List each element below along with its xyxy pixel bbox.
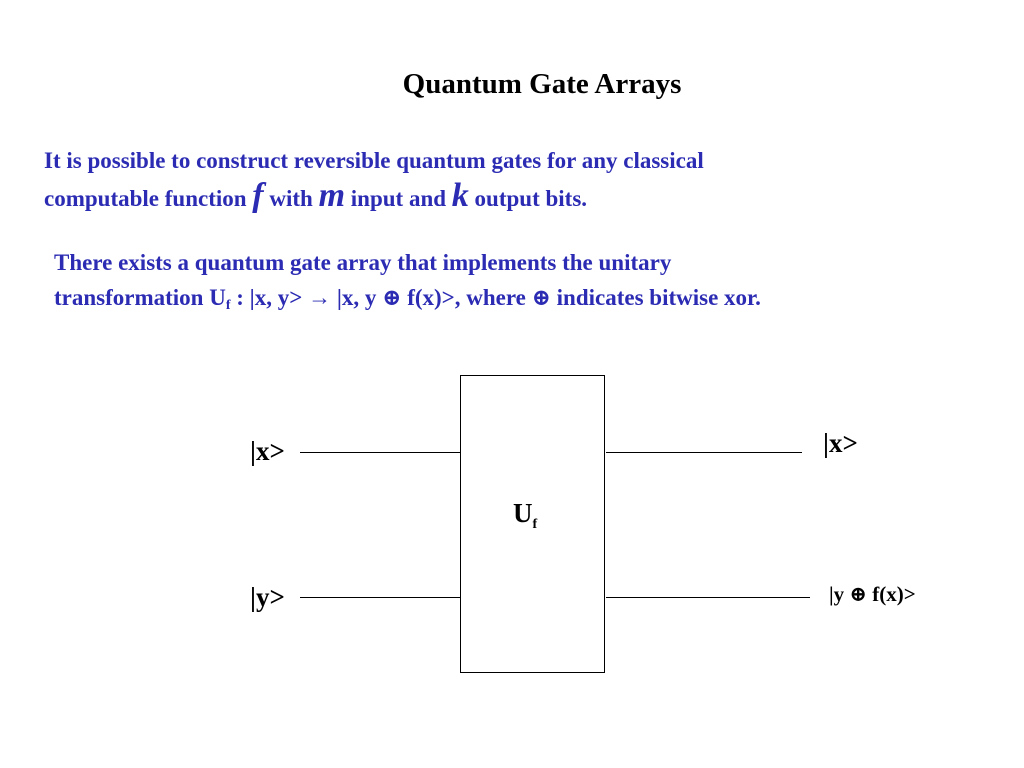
input-wire-x: [300, 452, 460, 453]
transformation-text-a: transformation U: [54, 284, 226, 310]
transformation-paragraph: There exists a quantum gate array that i…: [54, 246, 994, 316]
var-k: k: [451, 176, 469, 214]
var-m: m: [318, 176, 346, 214]
gate-box: [460, 375, 605, 673]
intro-line-2: computable function f with m input and k…: [44, 176, 944, 217]
intro-text-d: output bits.: [468, 185, 588, 211]
transformation-text-c: |x, y ⊕ f(x)>, where ⊕ indicates bitwise…: [331, 284, 761, 310]
transformation-line-2: transformation Uf : |x, y> → |x, y ⊕ f(x…: [54, 281, 994, 316]
input-label-y: |y>: [250, 582, 285, 612]
slide-title: Quantum Gate Arrays: [402, 68, 682, 100]
arrow-icon: →: [308, 284, 332, 310]
gate-label: Uf: [513, 498, 537, 533]
output-wire-y: [606, 597, 810, 598]
intro-text-a: computable function: [44, 185, 253, 211]
gate-label-subscript: f: [532, 517, 538, 532]
transformation-line-1: There exists a quantum gate array that i…: [54, 250, 672, 275]
output-label-y: |y ⊕ f(x)>: [829, 582, 916, 606]
intro-text-c: input and: [345, 185, 452, 211]
intro-line-1: It is possible to construct reversible q…: [44, 148, 704, 173]
transformation-text-b: : |x, y>: [230, 284, 309, 310]
intro-text-b: with: [263, 185, 319, 211]
input-wire-y: [300, 597, 460, 598]
output-wire-x: [606, 452, 802, 453]
transformation-subscript: f: [225, 297, 231, 313]
input-label-x: |x>: [250, 436, 285, 466]
var-f: f: [252, 176, 264, 214]
gate-label-main: U: [513, 498, 533, 528]
intro-paragraph: It is possible to construct reversible q…: [44, 143, 944, 216]
output-label-x: |x>: [823, 428, 858, 458]
